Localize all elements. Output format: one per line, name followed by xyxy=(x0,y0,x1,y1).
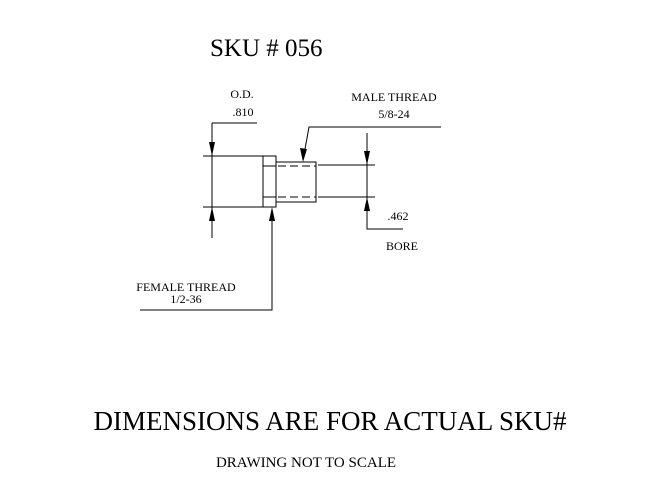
part-profile xyxy=(262,155,317,208)
arrow-up-icon xyxy=(209,207,215,221)
bore-value: .462 xyxy=(388,209,409,223)
male-thread-callout: MALE THREAD 5/8-24 xyxy=(300,90,441,162)
arrow-down-icon xyxy=(209,142,215,156)
male-thread-value: 5/8-24 xyxy=(378,107,409,121)
scale-note: DRAWING NOT TO SCALE xyxy=(216,455,396,471)
arrow-up-icon xyxy=(364,197,370,211)
dimensions-note: DIMENSIONS ARE FOR ACTUAL SKU# xyxy=(93,406,567,436)
bore-label: BORE xyxy=(386,239,418,253)
arrow-down-icon xyxy=(364,151,370,165)
leader-arrow-icon xyxy=(269,207,275,221)
female-thread-value: 1/2-36 xyxy=(170,292,201,306)
od-label: O.D. xyxy=(230,87,253,101)
bore-dimension: .462 BORE xyxy=(318,133,418,253)
drawing-title: SKU # 056 xyxy=(210,35,323,62)
female-thread-callout: FEMALE THREAD 1/2-36 xyxy=(136,207,275,311)
od-dimension: O.D. .810 xyxy=(203,87,263,238)
male-thread-label: MALE THREAD xyxy=(351,90,437,104)
od-value: .810 xyxy=(233,105,254,119)
leader-arrow-icon xyxy=(300,148,307,162)
female-thread-label: FEMALE THREAD xyxy=(136,280,236,294)
